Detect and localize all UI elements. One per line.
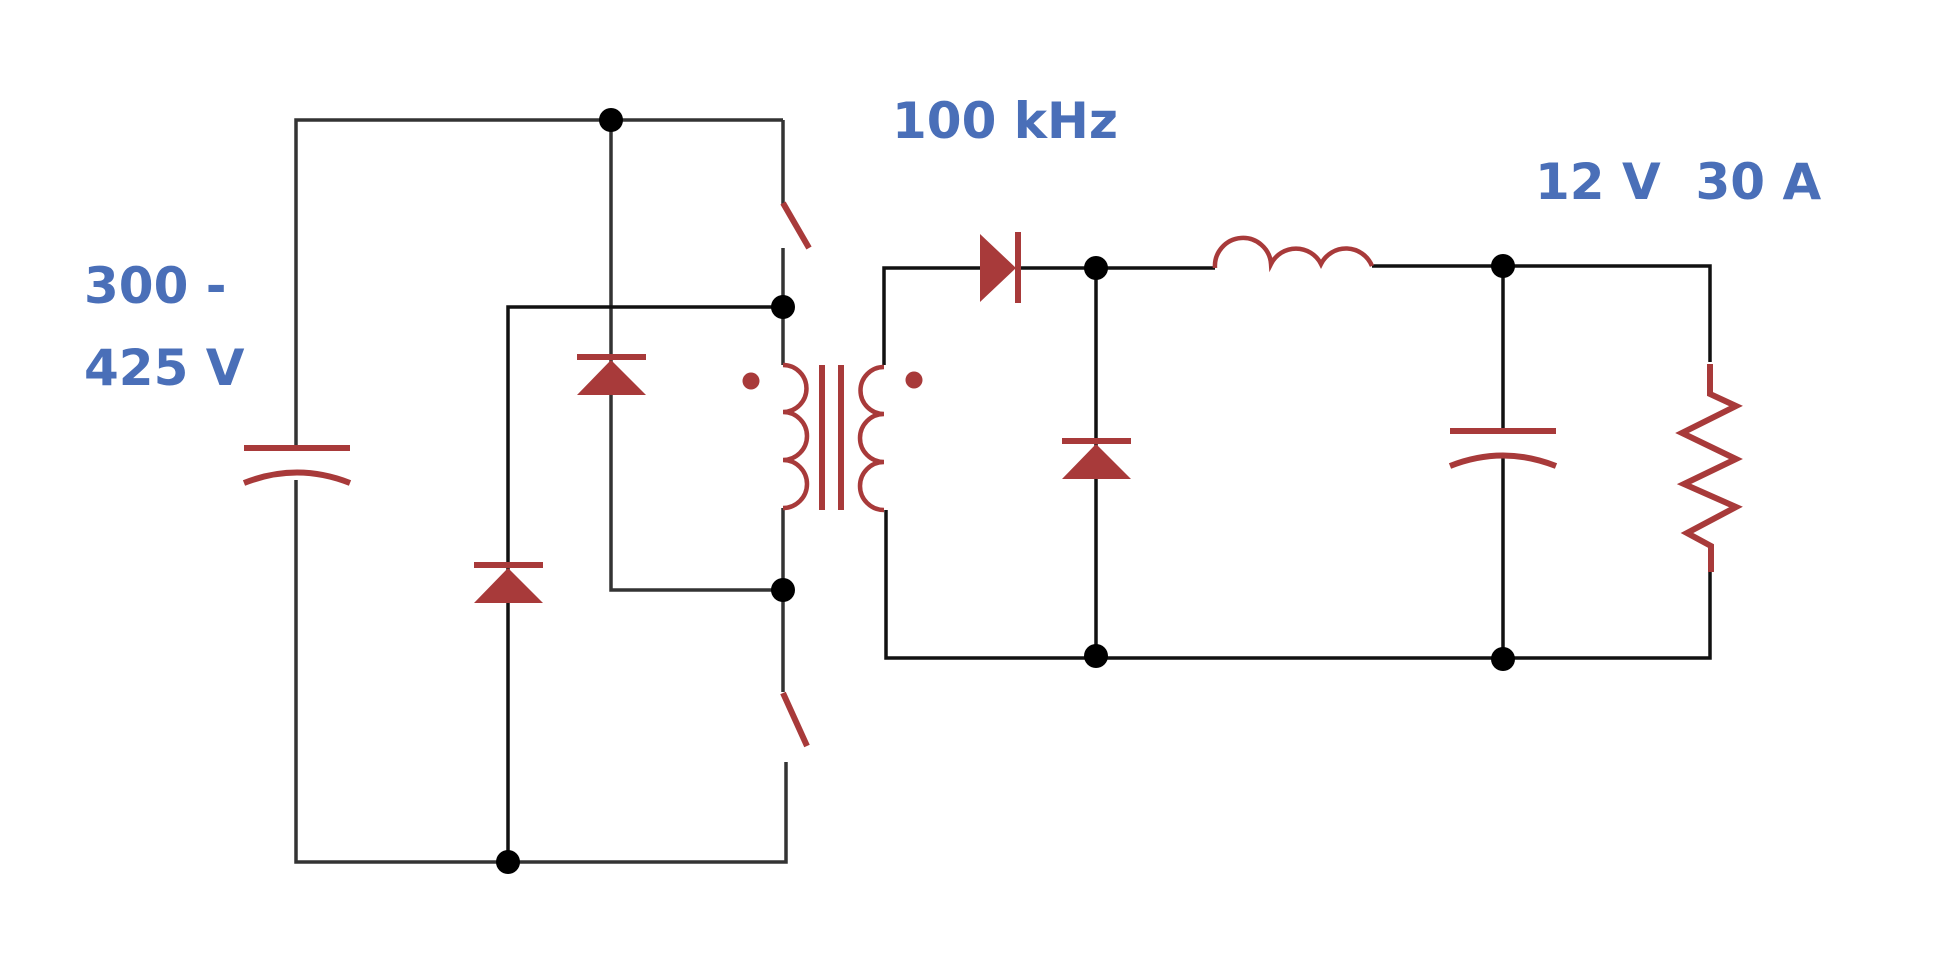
left-diode-column-wire (506, 305, 783, 862)
junction-nodes (496, 108, 1515, 874)
upper-switch (780, 201, 812, 250)
rectifier-diode (980, 232, 1021, 303)
left-diode-triangle (474, 568, 543, 603)
secondary-polarity-dot (905, 371, 923, 389)
secondary-bottom-wire (884, 510, 1712, 660)
node-freewheel-bottom (1084, 644, 1108, 668)
clamp-diode-triangle (577, 360, 646, 395)
node-top-primary (599, 108, 623, 132)
primary-wiring (294, 118, 788, 864)
node-output-cap-bottom (1491, 647, 1515, 671)
node-bottom-primary (496, 850, 520, 874)
node-primary-bottom-tap (771, 578, 795, 602)
primary-polarity-dot (742, 372, 760, 390)
secondary-winding (857, 364, 885, 513)
clamp-diode (577, 354, 646, 395)
frequency-label: 100 kHz (892, 92, 1118, 150)
secondary-wiring (882, 264, 1712, 660)
lower-switch-blade (780, 691, 810, 748)
freewheel-diode (1062, 438, 1131, 479)
output-rating-label: 12 V 30 A (1535, 153, 1822, 211)
clamp-diode-column-wire (609, 120, 783, 592)
rectifier-diode-triangle (980, 234, 1016, 302)
output-capacitor-plate-curved (1448, 452, 1558, 469)
node-output-cap-top (1491, 254, 1515, 278)
outer-loop-wire (294, 118, 788, 864)
upper-switch-blade (780, 201, 812, 250)
freewheel-diode-triangle (1062, 444, 1131, 479)
input-voltage-label-line2: 425 V (84, 339, 245, 397)
node-freewheel-top (1084, 256, 1108, 280)
input-capacitor (242, 445, 352, 486)
node-primary-top-tap (771, 295, 795, 319)
input-voltage-label-line1: 300 - (84, 257, 227, 315)
primary-winding (782, 362, 810, 511)
output-inductor-coil (1212, 235, 1375, 273)
load-resistor (1675, 364, 1743, 572)
load-resistor-zigzag (1675, 364, 1743, 572)
transformer (742, 362, 923, 513)
output-capacitor (1448, 428, 1558, 469)
lower-switch (780, 691, 810, 748)
secondary-top-wire (882, 266, 982, 365)
output-inductor (1212, 235, 1375, 273)
inductor-to-output-wire (1372, 264, 1712, 362)
left-diode (474, 562, 543, 603)
input-capacitor-plate-curved (242, 469, 352, 486)
